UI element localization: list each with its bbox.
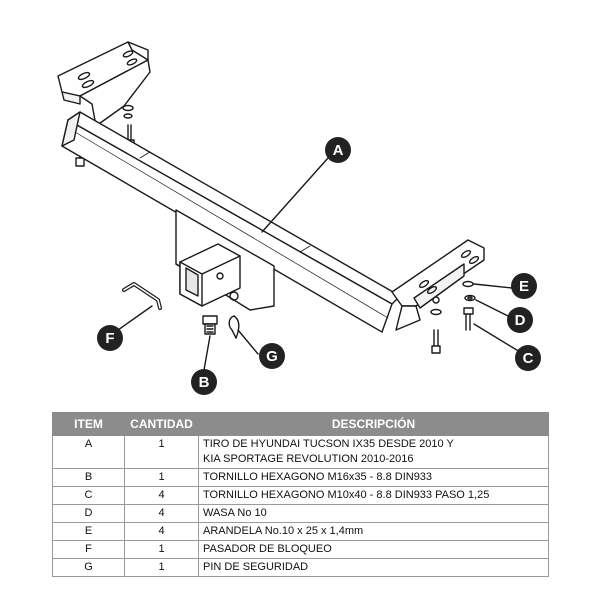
desc-cell: ARANDELA No.10 x 25 x 1,4mm (198, 522, 549, 541)
header-descripcion: DESCRIPCIÓN (198, 412, 549, 436)
item-cell: B (52, 468, 125, 487)
item-cell: A (52, 435, 125, 469)
svg-text:C: C (523, 350, 534, 367)
svg-text:D: D (515, 312, 526, 329)
qty-cell: 1 (124, 540, 199, 559)
desc-line: TIRO DE HYUNDAI TUCSON IX35 DESDE 2010 Y (203, 438, 454, 450)
desc-cell: PIN DE SEGURIDAD (198, 558, 549, 577)
qty-cell: 1 (124, 435, 199, 469)
locking-pin-part-f (122, 282, 162, 310)
receiver-tube (179, 243, 241, 307)
desc-cell: WASA No 10 (198, 504, 549, 523)
table-row: B 1 TORNILLO HEXAGONO M16x35 - 8.8 DIN93… (52, 468, 549, 487)
desc-cell: TIRO DE HYUNDAI TUCSON IX35 DESDE 2010 Y… (198, 435, 549, 469)
svg-text:B: B (199, 374, 210, 391)
parts-list-table: ITEM CANTIDAD DESCRIPCIÓN A 1 TIRO DE HY… (52, 412, 549, 577)
desc-cell: TORNILLO HEXAGONO M16x35 - 8.8 DIN933 (198, 468, 549, 487)
hex-bolt-part-b (202, 315, 218, 335)
item-cell: C (52, 486, 125, 505)
leader-lines (117, 157, 521, 371)
callout-g: G (259, 343, 285, 369)
qty-cell: 1 (124, 468, 199, 487)
table-row: C 4 TORNILLO HEXAGONO M10x40 - 8.8 DIN93… (52, 486, 549, 505)
qty-cell: 4 (124, 486, 199, 505)
parts-table-header: ITEM CANTIDAD DESCRIPCIÓN (52, 412, 549, 436)
svg-text:A: A (333, 142, 344, 159)
safety-clip-part-g (228, 315, 240, 339)
item-cell: E (52, 522, 125, 541)
callout-d: D (507, 307, 533, 333)
callout-a: A (325, 137, 351, 163)
desc-cell: TORNILLO HEXAGONO M10x40 - 8.8 DIN933 PA… (198, 486, 549, 505)
table-row: D 4 WASA No 10 (52, 504, 549, 523)
item-cell: F (52, 540, 125, 559)
right-bracket-hardware (430, 280, 476, 354)
tow-hitch-exploded-diagram: A B C D E F G (57, 41, 541, 395)
callout-e: E (511, 273, 537, 299)
item-cell: G (52, 558, 125, 577)
qty-cell: 4 (124, 504, 199, 523)
header-cantidad: CANTIDAD (124, 412, 199, 436)
table-row: G 1 PIN DE SEGURIDAD (52, 558, 549, 577)
desc-line: KIA SPORTAGE REVOLUTION 2010-2016 (203, 453, 414, 465)
callout-b: B (191, 369, 217, 395)
callout-f: F (97, 325, 123, 351)
qty-cell: 1 (124, 558, 199, 577)
left-mounting-bracket (57, 41, 151, 127)
table-row: A 1 TIRO DE HYUNDAI TUCSON IX35 DESDE 20… (52, 435, 549, 469)
header-item: ITEM (52, 412, 125, 436)
right-mounting-bracket (391, 239, 485, 331)
svg-text:G: G (266, 348, 278, 365)
desc-cell: PASADOR DE BLOQUEO (198, 540, 549, 559)
item-cell: D (52, 504, 125, 523)
callout-c: C (515, 345, 541, 371)
table-row: F 1 PASADOR DE BLOQUEO (52, 540, 549, 559)
svg-text:F: F (105, 330, 114, 347)
table-row: E 4 ARANDELA No.10 x 25 x 1,4mm (52, 522, 549, 541)
svg-text:E: E (519, 278, 529, 295)
main-cross-tube (61, 111, 401, 333)
qty-cell: 4 (124, 522, 199, 541)
